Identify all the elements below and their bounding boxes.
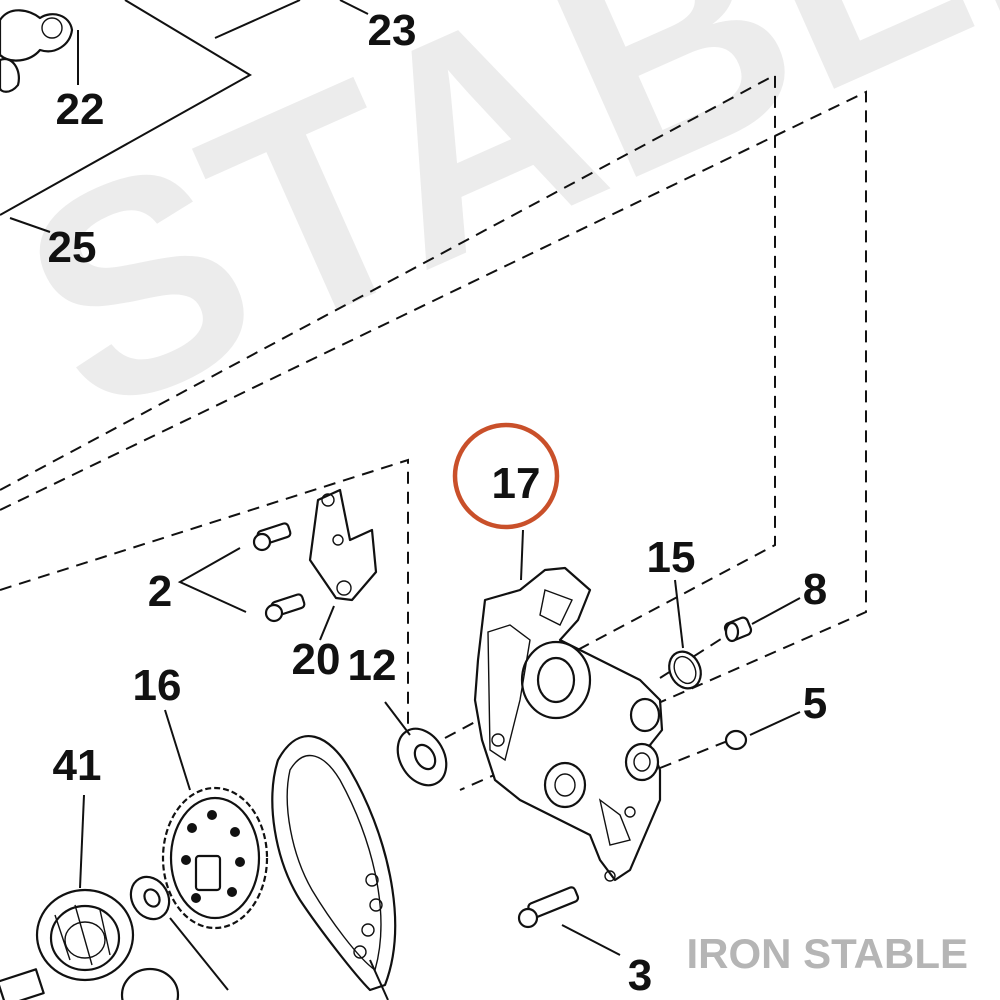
- callout-12: 12: [348, 641, 397, 690]
- hub-part-41: [35, 888, 135, 982]
- leader-17: [520, 529, 524, 581]
- dowel-part-8: [723, 616, 753, 643]
- screw-part-2a: [252, 522, 292, 552]
- callout-16: 16: [133, 661, 182, 710]
- chain-guide-part-20: [308, 488, 378, 602]
- screw-part-2b: [264, 593, 306, 623]
- oil-pump-part-17: [473, 566, 664, 882]
- watermark-text: STABLE: [0, 0, 1000, 478]
- callout-25: 25: [48, 223, 97, 272]
- callout-3: 3: [628, 951, 652, 1000]
- callout-20: 20: [292, 635, 341, 684]
- o-ring-part-15: [668, 650, 702, 690]
- bottom-partial-parts: [0, 967, 180, 1000]
- leader-2: [177, 547, 247, 613]
- leader-41: [79, 794, 85, 889]
- callout-23: 23: [368, 6, 417, 55]
- callout-22: 22: [56, 85, 105, 134]
- leader-15: [674, 579, 684, 649]
- callout-8: 8: [803, 565, 827, 614]
- washer-part-12: [396, 727, 448, 787]
- callout-17: 17: [492, 459, 541, 508]
- callout-15: 15: [647, 533, 696, 582]
- brand-text: IRON STABLE: [686, 930, 968, 977]
- leader-8: [751, 597, 801, 625]
- callout-41: 41: [53, 741, 102, 790]
- leader-3: [561, 924, 621, 956]
- upper-left-leaders: [0, 0, 369, 233]
- upper-left-parts: [0, 9, 74, 93]
- leader-spacer: [169, 917, 229, 991]
- leader-5: [749, 711, 801, 736]
- callout-2: 2: [148, 567, 172, 616]
- leader-12: [384, 701, 411, 736]
- leader-16: [164, 709, 191, 791]
- sprocket-part-16: [161, 786, 269, 930]
- leader-20: [319, 605, 335, 641]
- screw-part-3: [517, 886, 580, 929]
- plug-part-5: [724, 729, 748, 751]
- leader-chain: [369, 959, 389, 1000]
- spacer: [129, 875, 171, 921]
- callout-5: 5: [803, 679, 827, 728]
- watermark: STABLE: [0, 0, 1000, 478]
- highlight-circle-17: [452, 422, 560, 530]
- timing-chain: [271, 735, 397, 992]
